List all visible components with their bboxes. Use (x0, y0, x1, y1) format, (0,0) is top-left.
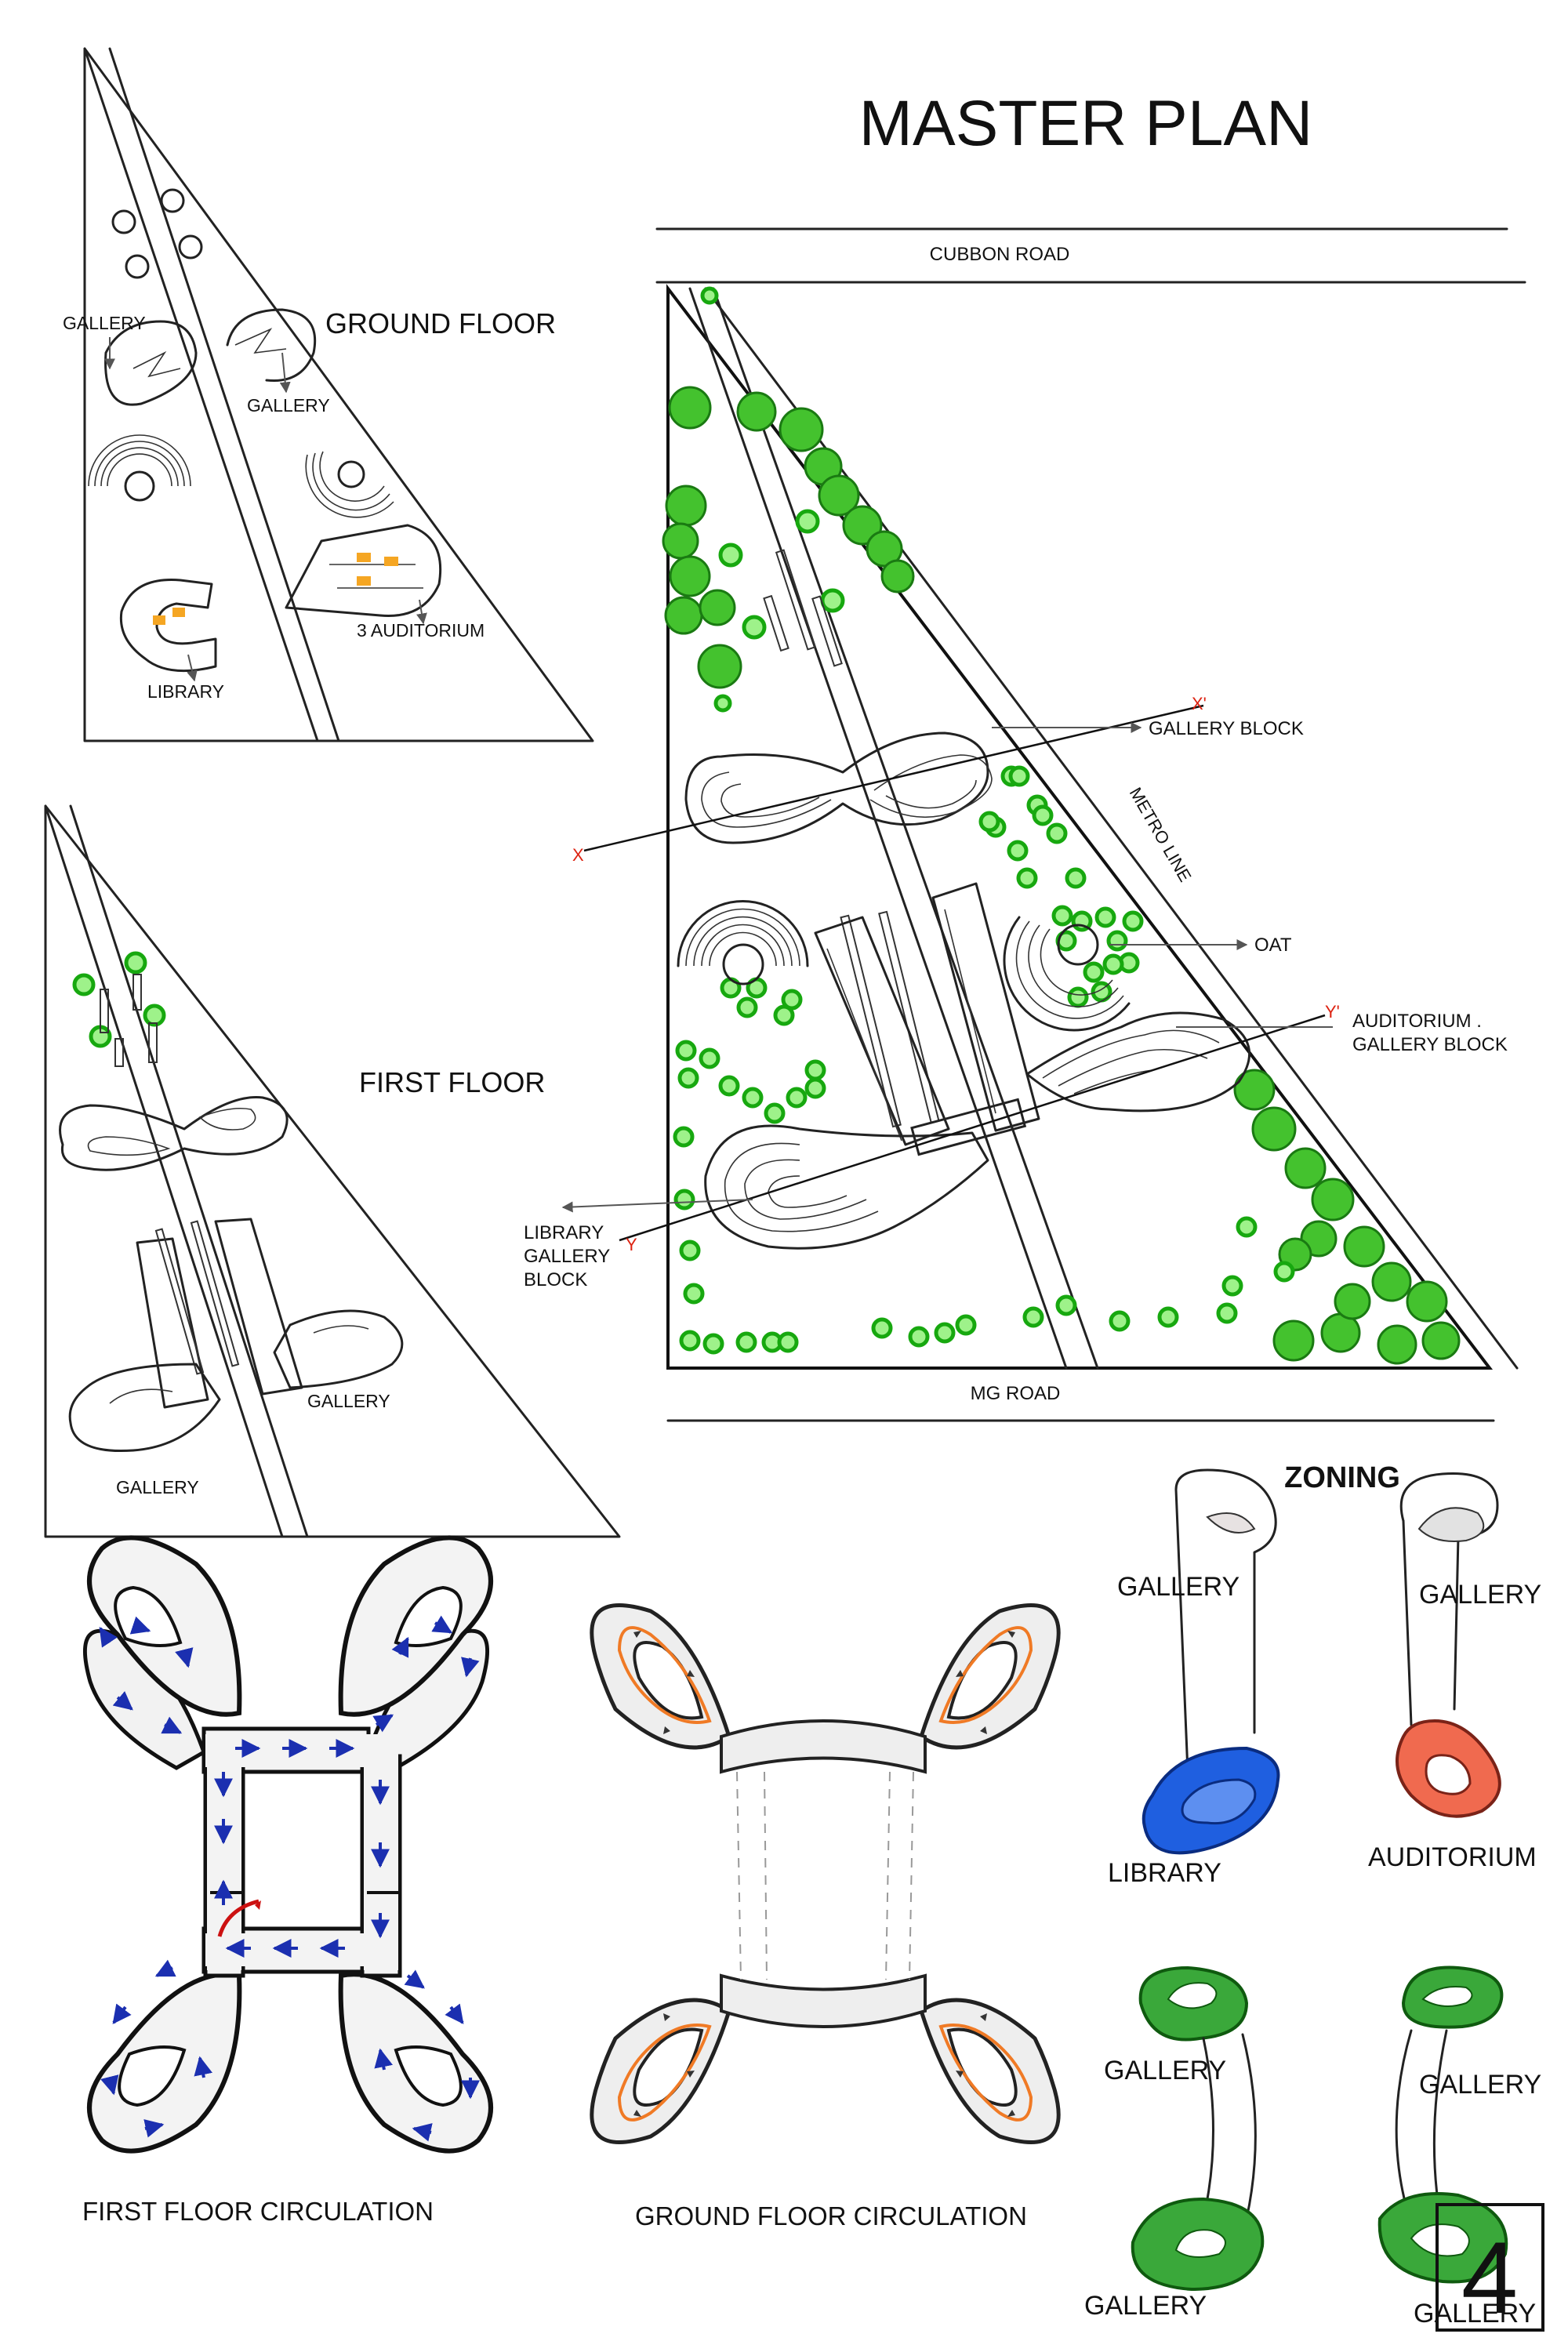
gallery-label: GALLERY (116, 1477, 199, 1497)
zoning-gallery-label: GALLERY (1419, 2070, 1541, 2100)
section-line-y (619, 1014, 1326, 1242)
gallery-block-plan (684, 731, 993, 844)
zoning-gallery-label: GALLERY (1117, 1572, 1240, 1602)
section-mark-y: Y (626, 1235, 637, 1254)
metro-line-label: METRO LINE (1126, 784, 1196, 885)
library-callout-3: BLOCK (524, 1269, 587, 1290)
amphitheatre-left (677, 900, 809, 985)
library-gallery-block-plan (704, 1098, 1027, 1250)
first-floor-plan: FIRST FLOOR GALLERY GALLERY (44, 804, 621, 1538)
bushes (673, 286, 1295, 1355)
tree (143, 1004, 166, 1027)
master-plan: CUBBON ROAD MG ROAD METRO LINE (524, 227, 1526, 1422)
tree (72, 973, 96, 996)
page-number-box (1436, 2203, 1544, 2332)
gallery-block (68, 1363, 221, 1453)
zoning-diagram: ZONING GALLERY GALLERY LIBRARY AUDITORIU… (1084, 1461, 1541, 2328)
auditorium-callout-2: GALLERY BLOCK (1352, 1034, 1508, 1055)
library-label: LIBRARY (147, 681, 224, 702)
tree (124, 951, 147, 975)
section-line-x (583, 704, 1204, 852)
oat-callout: OAT (1254, 935, 1292, 956)
first-floor-circulation: FIRST FLOOR CIRCULATION (82, 1535, 493, 2226)
trees (662, 386, 1461, 1365)
ground-floor-circulation: GROUND FLOOR CIRCULATION (590, 1603, 1061, 2230)
gallery-label: GALLERY (247, 395, 330, 416)
wedge-block (931, 882, 1040, 1132)
tree-circle (111, 209, 136, 234)
zoning-gallery-label: GALLERY (1084, 2291, 1207, 2321)
site-outline (666, 284, 1494, 1370)
library-block (119, 579, 217, 673)
zoning-gallery-label: GALLERY (1104, 2056, 1226, 2085)
gallery-label: GALLERY (307, 1391, 390, 1411)
gallery-label: GALLERY (63, 313, 146, 333)
page-title: MASTER PLAN (859, 88, 1313, 159)
gallery-block-callout: GALLERY BLOCK (1149, 718, 1304, 739)
wedge-block (136, 1237, 209, 1409)
gallery-block (226, 308, 317, 383)
gallery-block (59, 1096, 289, 1171)
section-mark-x: X (572, 845, 584, 865)
first-floor-title: FIRST FLOOR (359, 1066, 545, 1098)
cubbon-road-label: CUBBON ROAD (930, 244, 1070, 265)
tree-circle (125, 254, 150, 279)
zoning-title: ZONING (1284, 1461, 1400, 1494)
amphitheatre-right (1003, 916, 1131, 1032)
library-callout: LIBRARY (524, 1222, 604, 1243)
tree-circle (160, 188, 185, 213)
first-floor-site-outline (44, 804, 621, 1538)
auditorium-block (285, 524, 442, 617)
amphitheatre (88, 434, 191, 502)
gallery-block (104, 320, 198, 406)
auditorium-label: 3 AUDITORIUM (357, 620, 485, 641)
auditorium-callout: AUDITORIUM . (1352, 1011, 1482, 1032)
library-callout-2: GALLERY (524, 1246, 610, 1267)
first-floor-circulation-label: FIRST FLOOR CIRCULATION (82, 2197, 434, 2226)
ground-floor-plan: GROUND FLOOR GALLERY GALLERY 3 AUDITORIU… (63, 47, 594, 742)
zoning-gallery-label: GALLERY (1419, 1580, 1541, 1610)
section-mark-y-prime: Y' (1325, 1002, 1340, 1022)
gallery-block (273, 1309, 404, 1389)
amphitheatre (305, 451, 394, 518)
zoning-gallery-label: GALLERY (1414, 2299, 1536, 2328)
zoning-library-label: LIBRARY (1108, 1858, 1221, 1888)
zoning-auditorium-label: AUDITORIUM (1368, 1842, 1537, 1872)
ground-floor-title: GROUND FLOOR (325, 307, 556, 339)
tree-circle (178, 234, 203, 260)
page-number: 4 (1461, 2220, 1518, 2335)
mg-road-label: MG ROAD (971, 1383, 1061, 1404)
section-mark-x-prime: X' (1192, 694, 1207, 713)
auditorium-gallery-block-plan (1025, 1011, 1251, 1112)
ground-floor-circulation-label: GROUND FLOOR CIRCULATION (635, 2201, 1027, 2230)
